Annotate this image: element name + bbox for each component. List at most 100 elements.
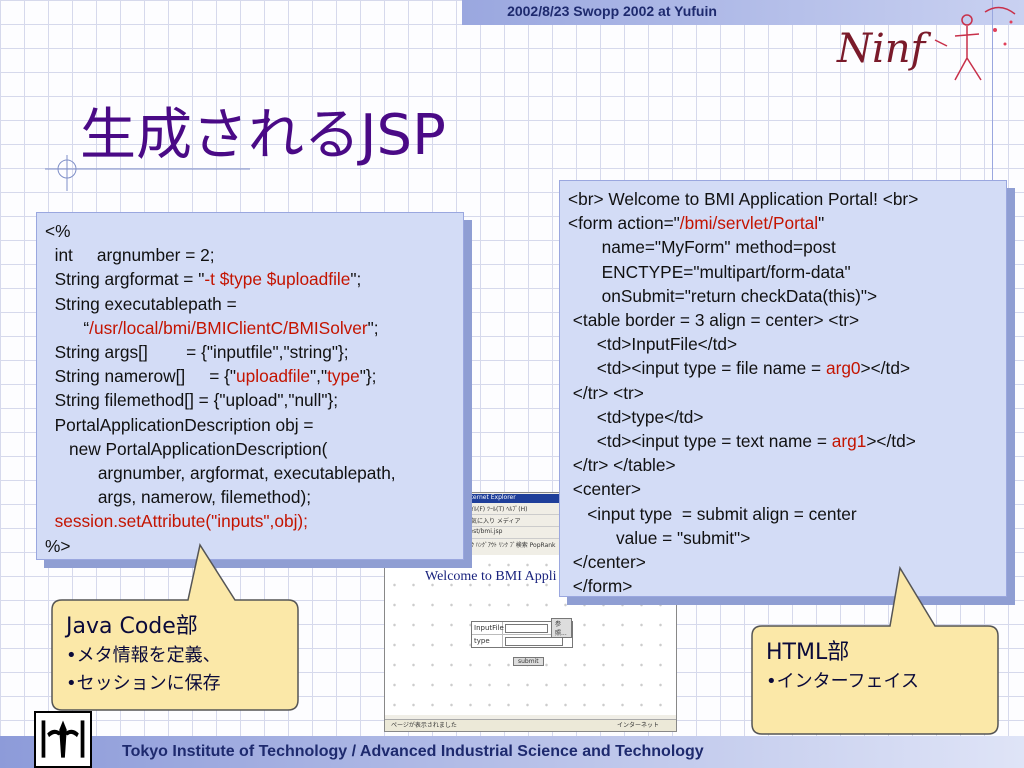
decorative-crosshair — [45, 155, 250, 191]
html-code-line: name="MyForm" method=post — [568, 235, 998, 259]
java-code-line: <% — [45, 219, 455, 243]
code-text: args, namerow, filemethod); — [45, 487, 312, 508]
browser-status-bar: ページが表示されました インターネット — [385, 719, 676, 731]
code-text: <form action=" — [568, 213, 680, 234]
footer-text: Tokyo Institute of Technology / Advanced… — [122, 743, 704, 760]
code-text: PortalApplicationDescription obj = — [45, 414, 314, 435]
type-field — [505, 636, 563, 646]
java-code-line: String args[] = {"inputfile","string"}; — [45, 340, 455, 364]
java-code-line: int argnumber = 2; — [45, 243, 455, 267]
code-text: "; — [350, 269, 362, 290]
html-code-line: <td><input type = text name = arg1></td> — [568, 429, 998, 453]
code-text: <td>InputFile</td> — [568, 334, 738, 355]
java-callout: Java Code部 •メタ情報を定義、 •セッションに保存 — [66, 612, 221, 698]
code-text: ></td> — [866, 431, 916, 452]
code-text: %> — [45, 535, 71, 556]
html-code-line: </form> — [568, 574, 998, 598]
html-code-line: <td>InputFile</td> — [568, 332, 998, 356]
code-highlight: /usr/local/bmi/BMIClientC/BMISolver — [89, 317, 368, 338]
code-text: <br> Welcome to BMI Application Portal! … — [568, 189, 919, 209]
code-text: "}; — [359, 366, 377, 387]
java-code-line: String argformat = "-t $type $uploadfile… — [45, 267, 455, 291]
code-text: <td><input type = text name = — [568, 431, 832, 452]
html-code-line: <table border = 3 align = center> <tr> — [568, 308, 998, 332]
code-text: name="MyForm" method=post — [568, 237, 836, 258]
code-text: <td><input type = file name = — [568, 358, 826, 379]
code-text: </tr> <tr> — [568, 382, 644, 403]
java-code-line: String filemethod[] = {"upload","null"}; — [45, 388, 455, 412]
html-code-line: <input type = submit align = center — [568, 502, 998, 526]
java-callout-item: •セッションに保存 — [66, 673, 221, 694]
inputfile-label: InputFile — [474, 622, 504, 634]
ninf-logo-text: Ninf — [836, 26, 932, 72]
browser-links-bar: ﾘﾝｸ ﾊﾝｸﾞｱｳﾄ ﾘﾝｸ ﾌﾞ検索 PopRank — [463, 540, 676, 551]
java-callout-title: Java Code部 — [66, 614, 198, 639]
code-highlight: -t $type $uploadfile — [204, 269, 351, 290]
html-code-line: <center> — [568, 477, 998, 501]
code-text: <% — [45, 221, 71, 241]
html-code-line: <td>type</td> — [568, 405, 998, 429]
java-code-line: argnumber, argformat, executablepath, — [45, 461, 455, 485]
java-code-line: session.setAttribute("inputs",obj); — [45, 509, 455, 533]
html-code-line: </tr> <tr> — [568, 381, 998, 405]
code-text: String executablepath = — [45, 293, 237, 314]
status-text: ページが表示されました — [391, 722, 457, 729]
code-highlight: session.setAttribute("inputs",obj); — [54, 511, 308, 532]
html-code-line: <br> Welcome to BMI Application Portal! … — [568, 187, 998, 211]
java-code-line: PortalApplicationDescription obj = — [45, 413, 455, 437]
browser-content: Welcome to BMI Appli InputFile 参照... typ… — [385, 555, 676, 715]
code-text: "," — [310, 366, 328, 387]
code-text: <center> — [568, 479, 642, 500]
code-text — [45, 511, 55, 531]
form-row-inputfile: InputFile 参照... — [472, 618, 572, 638]
code-text: new PortalApplicationDescription( — [45, 438, 328, 459]
code-text: String args[] = {"inputfile","string"}; — [45, 342, 349, 363]
java-code-line: %> — [45, 534, 455, 558]
type-label: type — [472, 635, 503, 647]
html-code-line: ENCTYPE="multipart/form-data" — [568, 260, 998, 284]
code-text: “ — [45, 317, 90, 338]
header-text: 2002/8/23 Swopp 2002 at Yufuin — [507, 3, 717, 19]
html-code-line: onSubmit="return checkData(this)"> — [568, 284, 998, 308]
html-code-line: <form action="/bmi/servlet/Portal" — [568, 211, 998, 235]
status-zone: インターネット — [617, 722, 660, 729]
code-text: </tr> </table> — [568, 455, 676, 476]
submit-button: submit — [513, 657, 544, 666]
code-highlight: arg0 — [825, 358, 861, 379]
java-code-line: “/usr/local/bmi/BMIClientC/BMISolver"; — [45, 316, 455, 340]
java-code-box: <% int argnumber = 2; String argformat =… — [36, 212, 464, 560]
html-code-line: <td><input type = file name = arg0></td> — [568, 356, 998, 380]
html-code-box: <br> Welcome to BMI Application Portal! … — [559, 180, 1007, 597]
java-code-line: String namerow[] = {"uploadfile","type"}… — [45, 364, 455, 388]
code-text: ></td> — [860, 358, 911, 379]
code-highlight: arg1 — [831, 431, 867, 452]
form-row-type: type — [472, 635, 572, 647]
code-text: String argformat = " — [45, 269, 205, 290]
html-code-line: </tr> </table> — [568, 453, 998, 477]
java-code-line: String executablepath = — [45, 292, 455, 316]
university-crest-icon — [34, 711, 92, 768]
code-text: <td>type</td> — [568, 406, 704, 427]
code-text: int argnumber = 2; — [45, 245, 215, 266]
code-text: <table border = 3 align = center> <tr> — [568, 310, 860, 331]
code-highlight: uploadfile — [236, 366, 311, 387]
code-text: </form> — [568, 576, 633, 597]
inputfile-field — [505, 623, 549, 633]
java-code-line: new PortalApplicationDescription( — [45, 437, 455, 461]
code-highlight: /bmi/servlet/Portal — [679, 213, 819, 234]
code-text: <input type = submit align = center — [568, 503, 857, 524]
browse-button: 参照... — [551, 618, 572, 638]
html-callout-item: •インターフェイス — [766, 671, 919, 692]
code-text: String namerow[] = {" — [45, 366, 237, 387]
browser-links: ﾘﾝｸ ﾊﾝｸﾞｱｳﾄ ﾘﾝｸ — [465, 542, 508, 549]
html-code-line: </center> — [568, 550, 998, 574]
code-text: </center> — [568, 552, 646, 573]
browser-form-table: InputFile 参照... type — [471, 618, 573, 648]
code-text: String filemethod[] = {"upload","null"}; — [45, 390, 339, 411]
ninf-logo: Ninf — [836, 6, 1016, 81]
footer-band — [0, 736, 1024, 768]
code-text: "; — [367, 317, 379, 338]
html-callout: HTML部 •インターフェイス — [766, 638, 919, 696]
decorative-line — [992, 0, 993, 190]
browser-search: ﾌﾞ検索 PopRank — [509, 542, 556, 549]
